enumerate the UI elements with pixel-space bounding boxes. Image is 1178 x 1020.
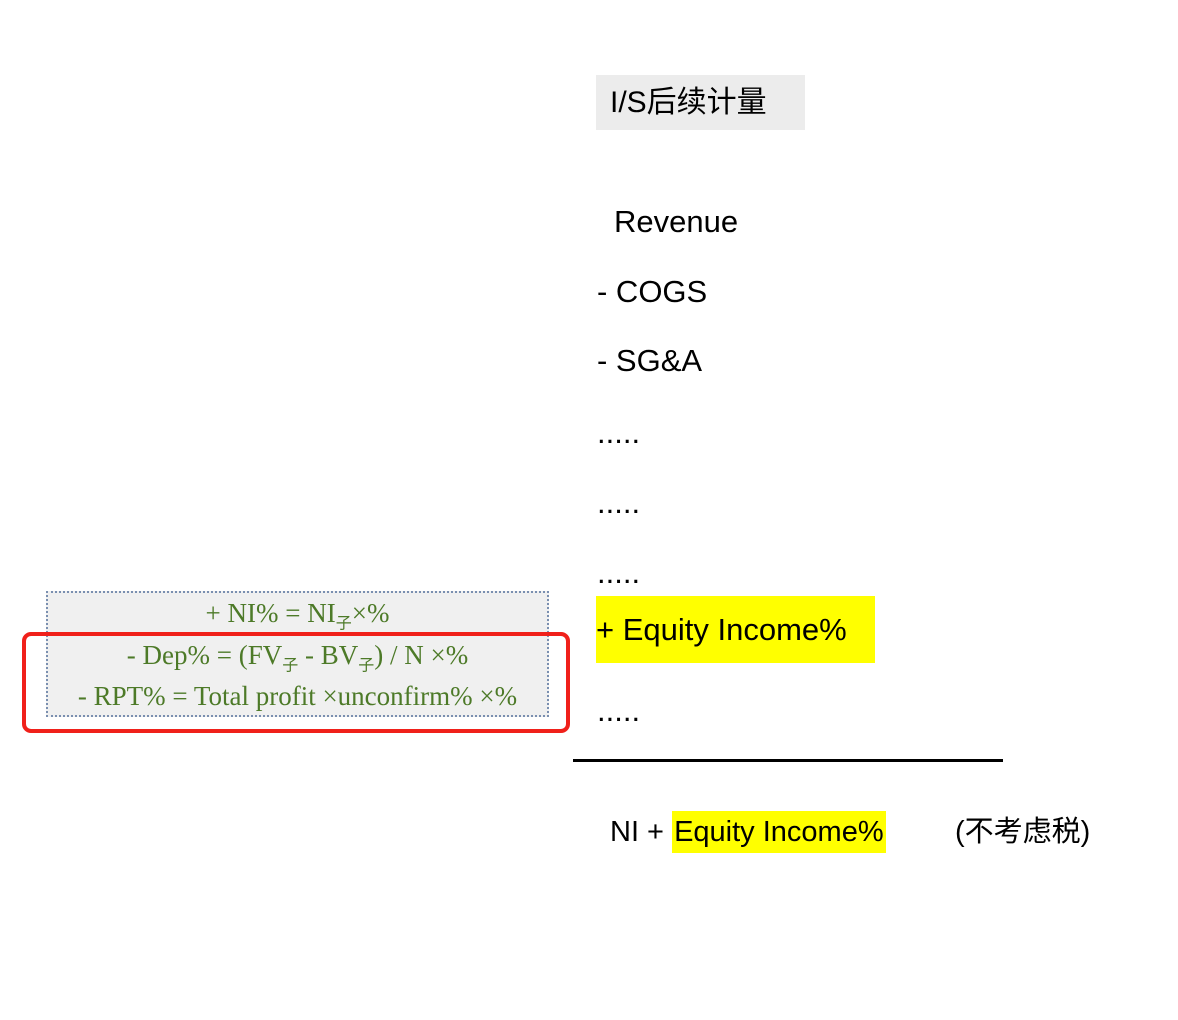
equity-income-line: + Equity Income% — [596, 596, 875, 663]
callout-highlight-box — [22, 632, 570, 733]
tax-note: (不考虑税) — [955, 816, 1091, 848]
line-sga: - SG&A — [597, 343, 703, 378]
formula-sub: 子 — [282, 657, 299, 675]
line-ellipsis-4: ..... — [597, 693, 641, 728]
formula-rpt: - RPT% = Total profit ×unconfirm% ×% — [77, 681, 518, 711]
line-cogs: - COGS — [597, 274, 708, 309]
result-line: NI + Equity Income% — [610, 811, 886, 853]
line-ellipsis-2: ..... — [597, 485, 641, 520]
slide-title: I/S后续计量 — [596, 75, 805, 130]
formula-text: - BV — [298, 640, 359, 670]
formula-ni: + NI% = NI子×% — [46, 594, 549, 643]
formula-dep: - Dep% = (FV子 - BV子) / N ×% — [46, 636, 549, 685]
line-ellipsis-3: ..... — [597, 555, 641, 590]
formula-text: ×% — [351, 598, 390, 628]
formula-sub: 子 — [335, 615, 352, 633]
formula-sub: 子 — [358, 657, 375, 675]
result-highlight: Equity Income% — [672, 811, 886, 853]
formula-text: + NI% = NI — [205, 598, 336, 628]
result-prefix: NI + — [610, 816, 673, 848]
formula-text: - Dep% = (FV — [126, 640, 283, 670]
line-revenue: Revenue — [614, 204, 739, 239]
formula-text: ) / N ×% — [374, 640, 469, 670]
formula-box — [46, 591, 549, 717]
total-rule — [573, 759, 1003, 762]
line-ellipsis-1: ..... — [597, 415, 641, 450]
